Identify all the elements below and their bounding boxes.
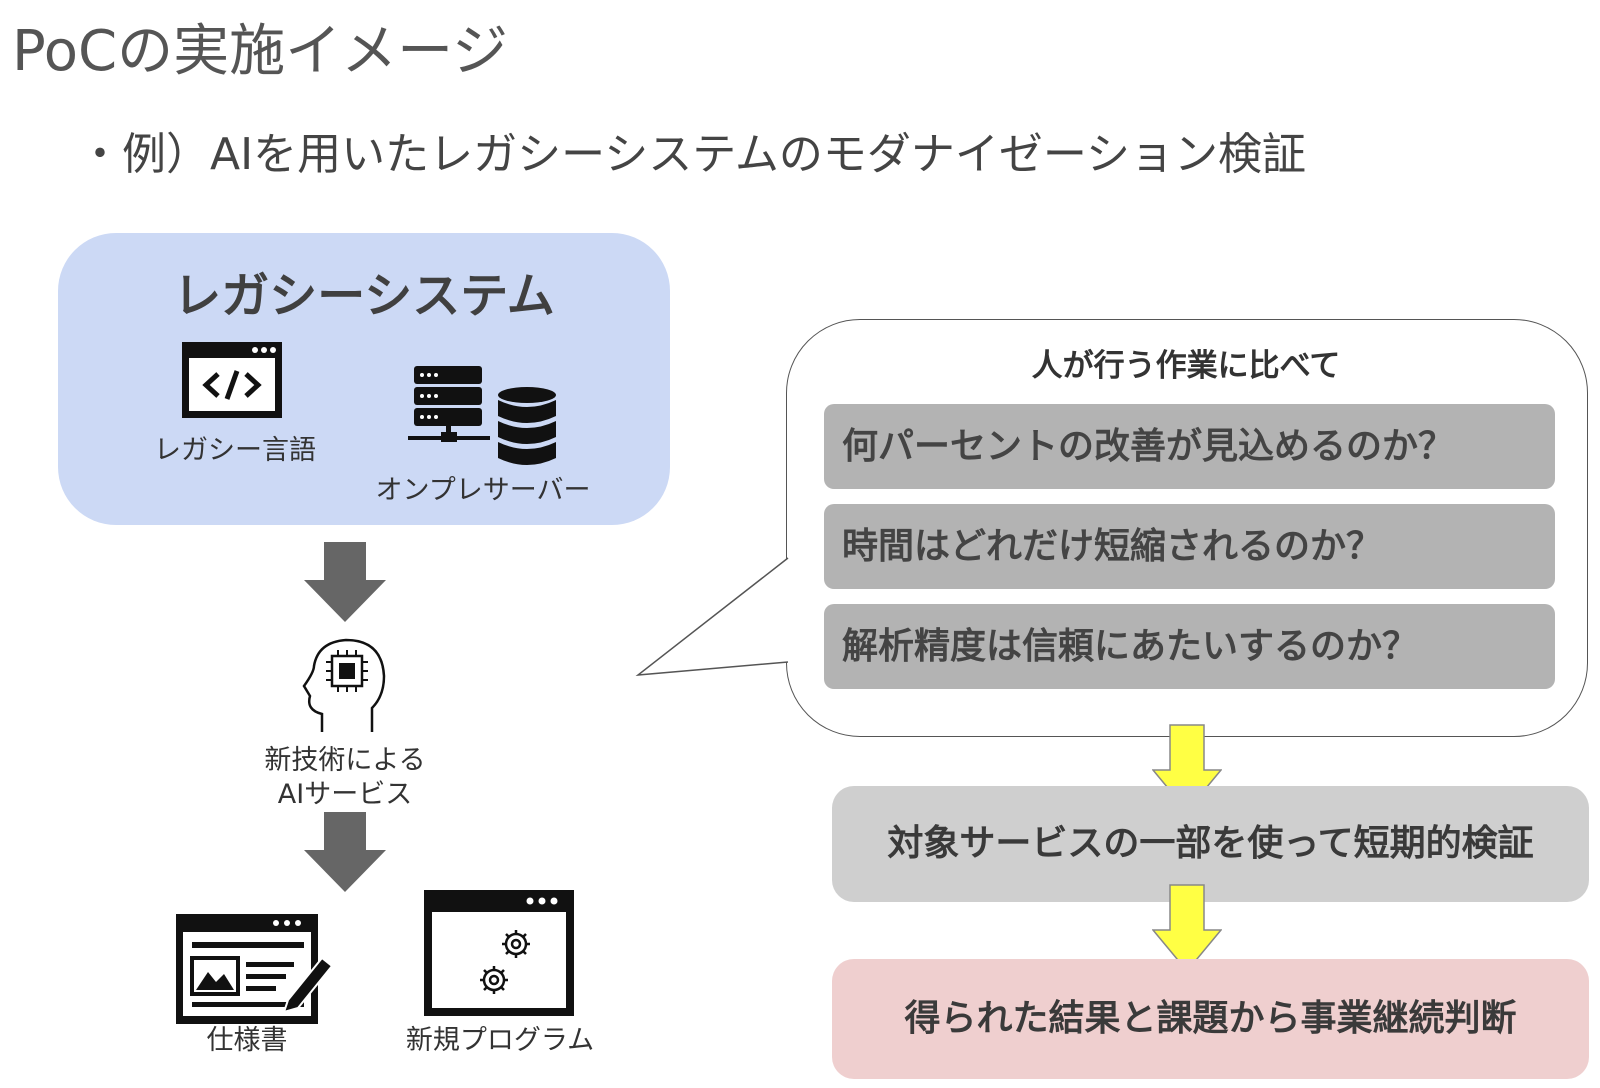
new-program-label: 新規プログラム xyxy=(405,1025,595,1056)
bubble-header: 人が行う作業に比べて xyxy=(1031,348,1341,384)
legacy-system-title: レガシーシステム xyxy=(173,268,555,324)
specification-label: 仕様書 xyxy=(206,1025,288,1056)
down-arrow-icon xyxy=(1152,884,1222,972)
down-arrow-icon xyxy=(304,812,386,892)
on-premise-server-label: オンプレサーバー xyxy=(375,475,591,506)
legacy-language-label: レガシー言語 xyxy=(154,435,316,466)
page-subtitle: ・例）AIを用いたレガシーシステムのモダナイゼーション検証 xyxy=(78,129,1306,180)
question-accuracy: 解析精度は信頼にあたいするのか？ xyxy=(824,604,1555,689)
step-business-continuation-decision: 得られた結果と課題から事業継続判断 xyxy=(832,959,1589,1079)
code-window-icon xyxy=(182,342,282,418)
document-edit-icon xyxy=(176,914,334,1024)
ai-service-label-line2: AIサービス xyxy=(277,779,413,810)
gear-window-icon xyxy=(424,890,574,1016)
question-improvement: 何パーセントの改善が見込めるのか？ xyxy=(824,404,1555,489)
question-time-reduction: 時間はどれだけ短縮されるのか？ xyxy=(824,504,1555,589)
database-icon xyxy=(498,387,556,465)
legacy-system-box xyxy=(58,233,670,525)
ai-service-label-line1: 新技術による xyxy=(264,745,426,776)
down-arrow-icon xyxy=(304,542,386,622)
speech-bubble-tail xyxy=(635,557,789,676)
step-short-term-verification: 対象サービスの一部を使って短期的検証 xyxy=(832,786,1589,902)
ai-head-chip-icon xyxy=(302,638,386,732)
server-rack-icon xyxy=(408,366,490,442)
page-title: PoCの実施イメージ xyxy=(12,19,509,84)
